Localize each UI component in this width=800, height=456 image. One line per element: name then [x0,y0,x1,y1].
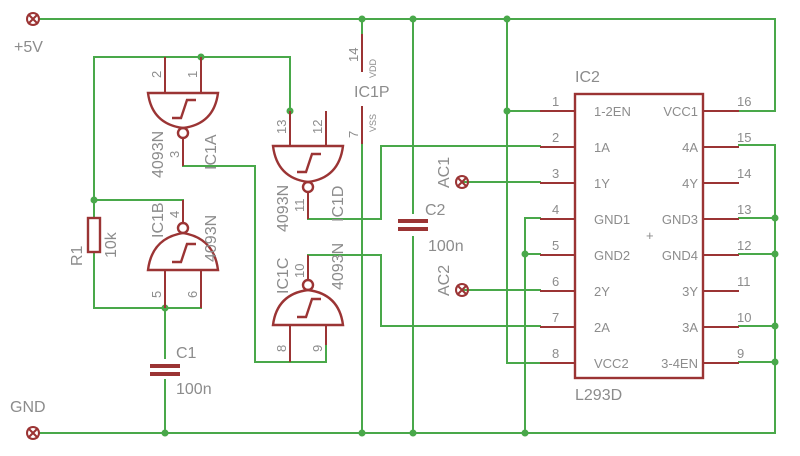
ic2-pin-label: 1Y [594,176,610,191]
ic1c-part: 4093N [330,243,347,290]
ic2-pin-label: 3Y [682,284,698,299]
ic1a-pin-in1: 2 [149,71,164,78]
junctions [90,15,779,437]
r1-value: 10k [103,231,120,258]
ic1c-pin-in2: 9 [310,345,325,352]
ic2-pin-number: 6 [552,274,559,289]
supply-terminal: +5V [14,12,43,56]
supply-label: +5V [14,39,43,56]
ic1-power: 14 VDD IC1P 7 VSS [346,34,390,144]
ic2-pin-label: 2A [594,320,610,335]
ic2-pin-number: 13 [737,202,751,217]
ic2-pin-number: 16 [737,94,751,109]
ic2-pin-label: 4A [682,140,698,155]
ac2-label: AC2 [436,265,453,296]
ic1a-pin-in2: 1 [185,71,200,78]
c2-name: C2 [425,202,446,219]
ic2-pin-number: 7 [552,310,559,325]
ic2-pin-number: 1 [552,94,559,109]
ic1b-part: 4093N [203,215,220,262]
ic2-pin-label: VCC1 [663,104,698,119]
ac1-label: AC1 [436,157,453,188]
output-ac1: AC1 [436,157,469,189]
ground-label: GND [10,399,46,416]
ic2-name: IC2 [575,69,600,86]
ic2-pin-label: VCC2 [594,356,629,371]
ic2-pin-label: GND4 [662,248,698,263]
ic2-pin-label: GND1 [594,212,630,227]
ic2-pin-number: 11 [737,274,751,289]
ic2-pin-number: 3 [552,166,559,181]
ic2-pin-label: GND2 [594,248,630,263]
wires [39,18,776,434]
c1-value: 100n [176,381,212,398]
ic1c-pin-in1: 8 [274,345,289,352]
ic1d-pin-in2: 12 [310,120,325,134]
ic2-pin-number: 14 [737,166,751,181]
ic1d-pin-in1: 13 [274,120,289,134]
ic1d-name: IC1D [330,186,347,222]
r1-name: R1 [69,245,86,266]
ic1-vss-label: VSS [368,114,378,132]
ic2-pin-number: 4 [552,202,559,217]
ic2-part: L293D [575,387,622,404]
ic2-pin-number: 12 [737,238,751,253]
c1-name: C1 [176,345,197,362]
capacitor-c2: C2 100n [398,202,464,255]
ic1-vss-pin: 7 [346,131,361,138]
ic2-pin-number: 10 [737,310,751,325]
gate-ic1a: 2 1 3 4093N IC1A [146,57,220,178]
ic2-pin-number: 2 [552,130,559,145]
ic1d-part: 4093N [275,185,292,232]
output-ac2: AC2 [436,265,469,297]
ic1-vdd-label: VDD [368,58,378,78]
ic2-pin-label: GND3 [662,212,698,227]
ic2-pin-label: 2Y [594,284,610,299]
ic2-pin-label: 3A [682,320,698,335]
ic2-origin-mark: + [646,228,654,243]
c2-value: 100n [428,238,464,255]
ic2-pin-label: 4Y [682,176,698,191]
ic2-pin-number: 9 [737,346,744,361]
ic1a-name: IC1A [203,134,220,170]
ground-terminal: GND [10,399,46,440]
ic2-pin-number: 8 [552,346,559,361]
capacitor-c1: C1 100n [150,345,212,398]
ic1c-pin-out: 10 [292,264,307,278]
ic1a-pin-out: 3 [167,151,182,158]
ic2-pin-label: 1-2EN [594,104,631,119]
ic2-pin-label: 3-4EN [661,356,698,371]
ic2-pin-number: 15 [737,130,751,145]
ic1-power-name: IC1P [354,84,390,101]
ic1b-pin-out: 4 [167,211,182,218]
gate-ic1b: 4 5 6 IC1B 4093N [146,200,220,308]
resistor-r1: R1 10k [69,216,120,266]
gate-ic1c: 10 8 9 IC1C 4093N [271,243,347,362]
ic1b-pin-in1: 5 [149,291,164,298]
ic1a-part: 4093N [150,131,167,178]
ic1d-pin-out: 11 [292,199,307,213]
ic2-pin-number: 5 [552,238,559,253]
ic1b-pin-in2: 6 [185,291,200,298]
ic1b-name: IC1B [150,202,167,238]
gate-ic1d: 13 12 11 4093N IC1D [271,111,347,232]
ic1c-name: IC1C [275,258,292,294]
ic2-pin-label: 1A [594,140,610,155]
ic1-vdd-pin: 14 [346,48,361,62]
